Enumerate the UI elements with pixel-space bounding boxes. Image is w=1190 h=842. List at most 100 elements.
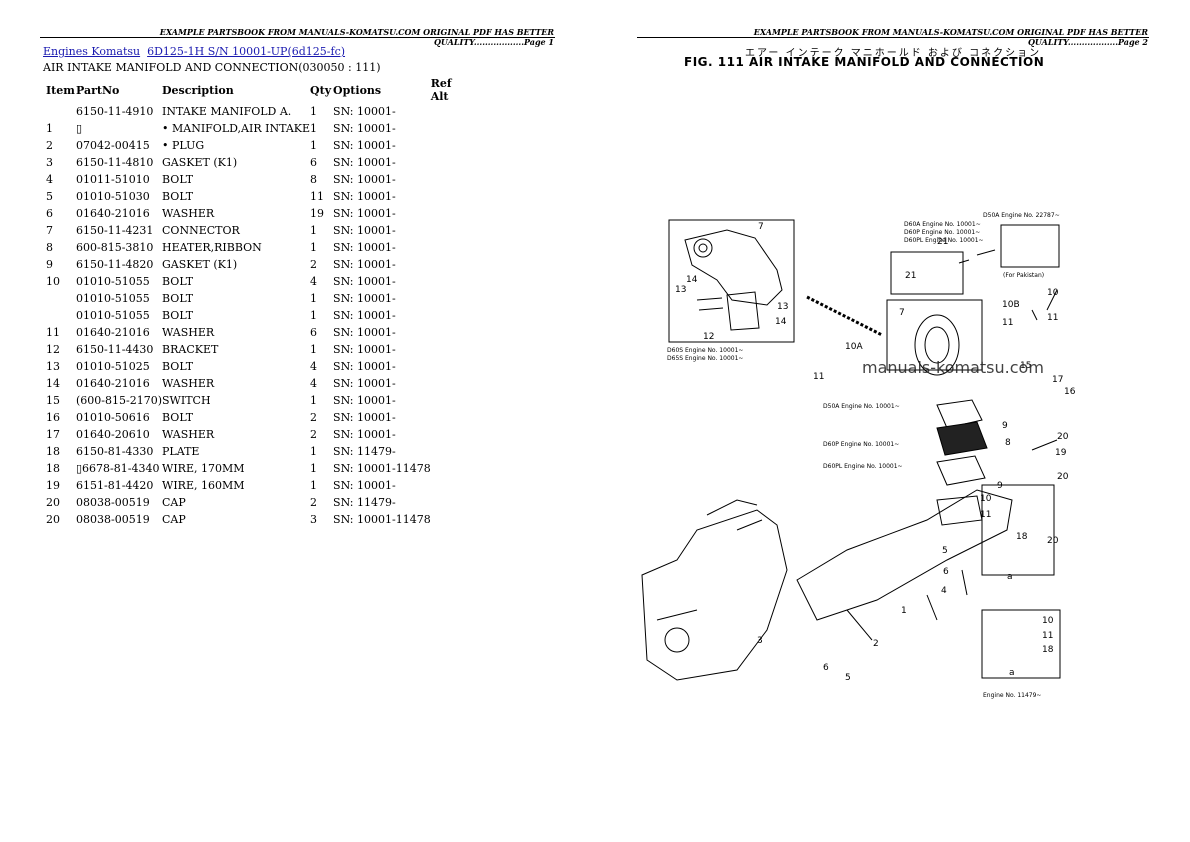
cell-qty: 2 — [310, 411, 318, 424]
svg-text:8: 8 — [1005, 438, 1011, 448]
svg-text:13: 13 — [675, 285, 686, 295]
svg-text:7: 7 — [758, 222, 764, 232]
cell-item: 12 — [46, 343, 60, 356]
svg-text:13: 13 — [777, 302, 788, 312]
svg-text:20: 20 — [1057, 472, 1069, 482]
parts-table: Item PartNo Description Qty Options Ref … — [46, 77, 471, 528]
svg-text:D60PL Engine No. 10001~: D60PL Engine No. 10001~ — [904, 237, 984, 244]
svg-text:9: 9 — [997, 481, 1003, 491]
cell-refalt — [431, 494, 471, 511]
cell-description: WIRE, 170MM — [162, 462, 245, 475]
svg-text:19: 19 — [1055, 448, 1067, 458]
cell-options: SN: 10001-11478 — [333, 513, 431, 526]
cell-qty: 3 — [310, 513, 318, 526]
breadcrumb-link-engines[interactable]: Engines Komatsu — [43, 45, 141, 58]
cell-description: BOLT — [162, 190, 194, 203]
cell-options: SN: 10001- — [333, 241, 396, 254]
cell-item: 7 — [46, 224, 53, 237]
svg-text:D50A Engine No. 22787~: D50A Engine No. 22787~ — [983, 212, 1060, 219]
cell-options: SN: 10001- — [333, 156, 396, 169]
cell-description: GASKET (K1) — [162, 258, 238, 271]
svg-text:11: 11 — [1042, 631, 1053, 641]
cell-description: GASKET (K1) — [162, 156, 238, 169]
cell-qty: 19 — [310, 207, 325, 220]
svg-text:D65S Engine No. 10001~: D65S Engine No. 10001~ — [667, 355, 743, 362]
cell-item: 2 — [46, 139, 53, 152]
svg-text:9: 9 — [1002, 421, 1008, 431]
cell-description: WASHER — [162, 207, 215, 220]
cell-partno: 01010-51055 — [76, 292, 150, 305]
page-header-right: EXAMPLE PARTSBOOK FROM MANUALS-KOMATSU.C… — [753, 27, 1148, 47]
svg-text:18: 18 — [1016, 532, 1028, 542]
cell-qty: 1 — [310, 462, 318, 475]
header-rule-right — [637, 37, 1149, 38]
svg-text:10B: 10B — [1002, 300, 1020, 310]
cell-description: CAP — [162, 496, 186, 509]
cell-item: 5 — [46, 190, 53, 203]
cell-options: SN: 10001- — [333, 479, 396, 492]
svg-text:6: 6 — [823, 663, 829, 673]
cell-item: 10 — [46, 275, 60, 288]
cell-description: BOLT — [162, 309, 194, 322]
table-header-row: Item PartNo Description Qty Options Ref … — [46, 77, 471, 103]
breadcrumb-link-model[interactable]: 6D125-1H S/N 10001-UP(6d125-fc) — [147, 45, 346, 58]
cell-qty: 1 — [310, 241, 318, 254]
svg-text:D60PL Engine No. 10001~: D60PL Engine No. 10001~ — [823, 463, 903, 470]
col-header-item: Item — [46, 83, 75, 97]
svg-text:18: 18 — [1042, 645, 1054, 655]
cell-qty: 1 — [310, 224, 318, 237]
inset-box-wire — [981, 484, 1055, 576]
cell-options: SN: 10001- — [333, 309, 396, 322]
cell-partno: 6150-11-4810 — [76, 156, 154, 169]
cell-partno: 600-815-3810 — [76, 241, 154, 254]
cell-refalt — [431, 375, 471, 392]
cell-options: SN: 10001- — [333, 343, 396, 356]
svg-text:17: 17 — [1052, 375, 1063, 385]
svg-text:11: 11 — [1047, 313, 1058, 323]
cell-qty: 2 — [310, 258, 318, 271]
cell-qty: 1 — [310, 445, 318, 458]
cell-description: • MANIFOLD,AIR INTAKE — [162, 122, 311, 135]
svg-text:15: 15 — [1020, 361, 1031, 371]
cell-partno: 6150-11-4910 — [76, 105, 154, 118]
cell-qty: 1 — [310, 479, 318, 492]
cell-qty: 11 — [310, 190, 325, 203]
cell-refalt — [431, 222, 471, 239]
svg-text:21: 21 — [937, 237, 948, 247]
cell-partno: 07042-00415 — [76, 139, 150, 152]
cell-item: 18 — [46, 445, 60, 458]
cell-partno: 01640-21016 — [76, 326, 150, 339]
cell-description: BOLT — [162, 173, 194, 186]
svg-text:10: 10 — [1047, 288, 1059, 298]
svg-text:3: 3 — [757, 636, 763, 646]
cell-partno: 01010-51030 — [76, 190, 150, 203]
cell-qty: 1 — [310, 394, 318, 407]
cell-options: SN: 10001- — [333, 207, 396, 220]
cell-description: WASHER — [162, 377, 215, 390]
cell-refalt — [431, 137, 471, 154]
cell-refalt — [431, 358, 471, 375]
svg-text:16: 16 — [1064, 387, 1076, 397]
cell-qty: 1 — [310, 309, 318, 322]
cell-description: BOLT — [162, 292, 194, 305]
svg-text:4: 4 — [941, 586, 947, 596]
cell-description: BOLT — [162, 411, 194, 424]
svg-text:20: 20 — [1057, 432, 1069, 442]
cell-refalt — [431, 239, 471, 256]
cell-qty: 2 — [310, 496, 318, 509]
svg-text:(For Pakistan): (For Pakistan) — [1003, 272, 1044, 279]
cell-qty: 1 — [310, 292, 318, 305]
col-header-refalt: Ref Alt — [430, 77, 452, 103]
